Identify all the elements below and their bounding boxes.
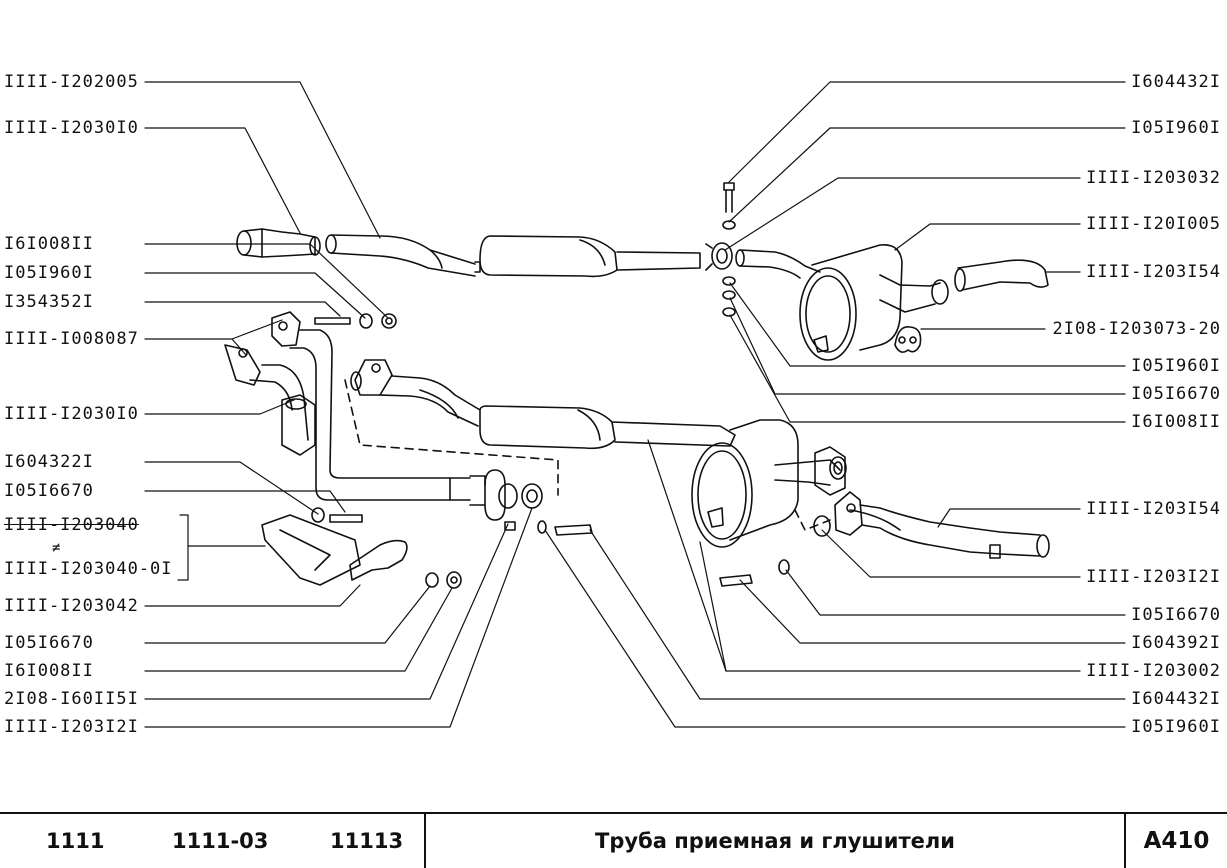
rear-fasteners [719, 559, 790, 587]
upper-clamp-fasteners [705, 182, 736, 317]
upper-intermediate-pipe [236, 228, 701, 278]
label-IIII-I203032: IIII-I203032 [1086, 168, 1221, 188]
label-IIII-I008087: IIII-I008087 [4, 329, 139, 349]
support-bracket [261, 507, 408, 586]
label-IIII-I203I2I-right: IIII-I203I2I [1086, 567, 1221, 587]
front-pipe [224, 311, 543, 521]
label-I354352I: I354352I [4, 292, 94, 312]
model-1111-03: 1111-03 [172, 829, 269, 853]
label-I6I008II-right: I6I008II [1131, 412, 1221, 432]
label-I05I960I: I05I960I [4, 263, 94, 283]
label-IIII-I2030I0: IIII-I2030I0 [4, 404, 139, 424]
footer-divider-1 [424, 814, 426, 868]
model-1111: 1111 [46, 829, 105, 853]
label-IIII-I20I005: IIII-I20I005 [1086, 214, 1221, 234]
label-IIII-I202005: IIII-I202005 [4, 72, 139, 92]
label-IIII-I203042: IIII-I203042 [4, 596, 139, 616]
dashed-guide [344, 379, 559, 496]
rubber-hanger [894, 326, 922, 353]
label-IIII-I2030I0-top: IIII-I2030I0 [4, 118, 139, 138]
label-I05I960I-mid: I05I960I [1131, 356, 1221, 376]
label-I604322I: I604322I [4, 452, 94, 472]
sheet-title: Труба приемная и глушители [595, 829, 955, 853]
title-block: 1111 1111-03 11113 Труба приемная и глуш… [0, 812, 1227, 868]
label-IIII-I203I2I: IIII-I203I2I [4, 717, 139, 737]
label-IIII-I203I54-top: IIII-I203I54 [1086, 262, 1221, 282]
upper-muffler [735, 244, 1049, 361]
sheet-code: А410 [1143, 828, 1210, 854]
lower-main-pipe [350, 359, 736, 450]
label-I6I008II: I6I008II [4, 234, 94, 254]
label-I05I6670-right: I05I6670 [1131, 605, 1221, 625]
label-I05I960I-bottom: I05I960I [1131, 717, 1221, 737]
left-studs-nuts [314, 313, 397, 329]
rear-muffler [691, 419, 847, 548]
label-I604392I: I604392I [1131, 633, 1221, 653]
label-2I08-I60II5I: 2I08-I60II5I [4, 689, 139, 709]
tail-pipe [813, 491, 1050, 559]
label-IIII-I203040: IIII-I203040 [4, 515, 139, 535]
exhaust-parts-diagram: ≠ [52, 81, 1126, 728]
label-I05I6670: I05I6670 [4, 481, 94, 501]
label-I604432I: I604432I [1131, 689, 1221, 709]
model-11113: 11113 [330, 829, 404, 853]
lower-left-fasteners [425, 520, 593, 589]
leader-lines-left [144, 81, 533, 728]
leader-lines-right [544, 81, 1126, 728]
footer-divider-2 [1124, 814, 1126, 868]
label-I604432I-top: I604432I [1131, 72, 1221, 92]
label-IIII-I203I54: IIII-I203I54 [1086, 499, 1221, 519]
label-IIII-I203040-0I: IIII-I203040-0I [4, 559, 173, 579]
label-I05I6670-mid: I05I6670 [1131, 384, 1221, 404]
label-I05I960I-top: I05I960I [1131, 118, 1221, 138]
alt-mark: ≠ [52, 540, 60, 556]
label-I05I6670-lower: I05I6670 [4, 633, 94, 653]
label-IIII-I203002: IIII-I203002 [1086, 661, 1221, 681]
label-2I08-I203073-20: 2I08-I203073-20 [1052, 319, 1221, 339]
dashed-guide-2 [794, 509, 831, 531]
label-I6I008II-lower: I6I008II [4, 661, 94, 681]
